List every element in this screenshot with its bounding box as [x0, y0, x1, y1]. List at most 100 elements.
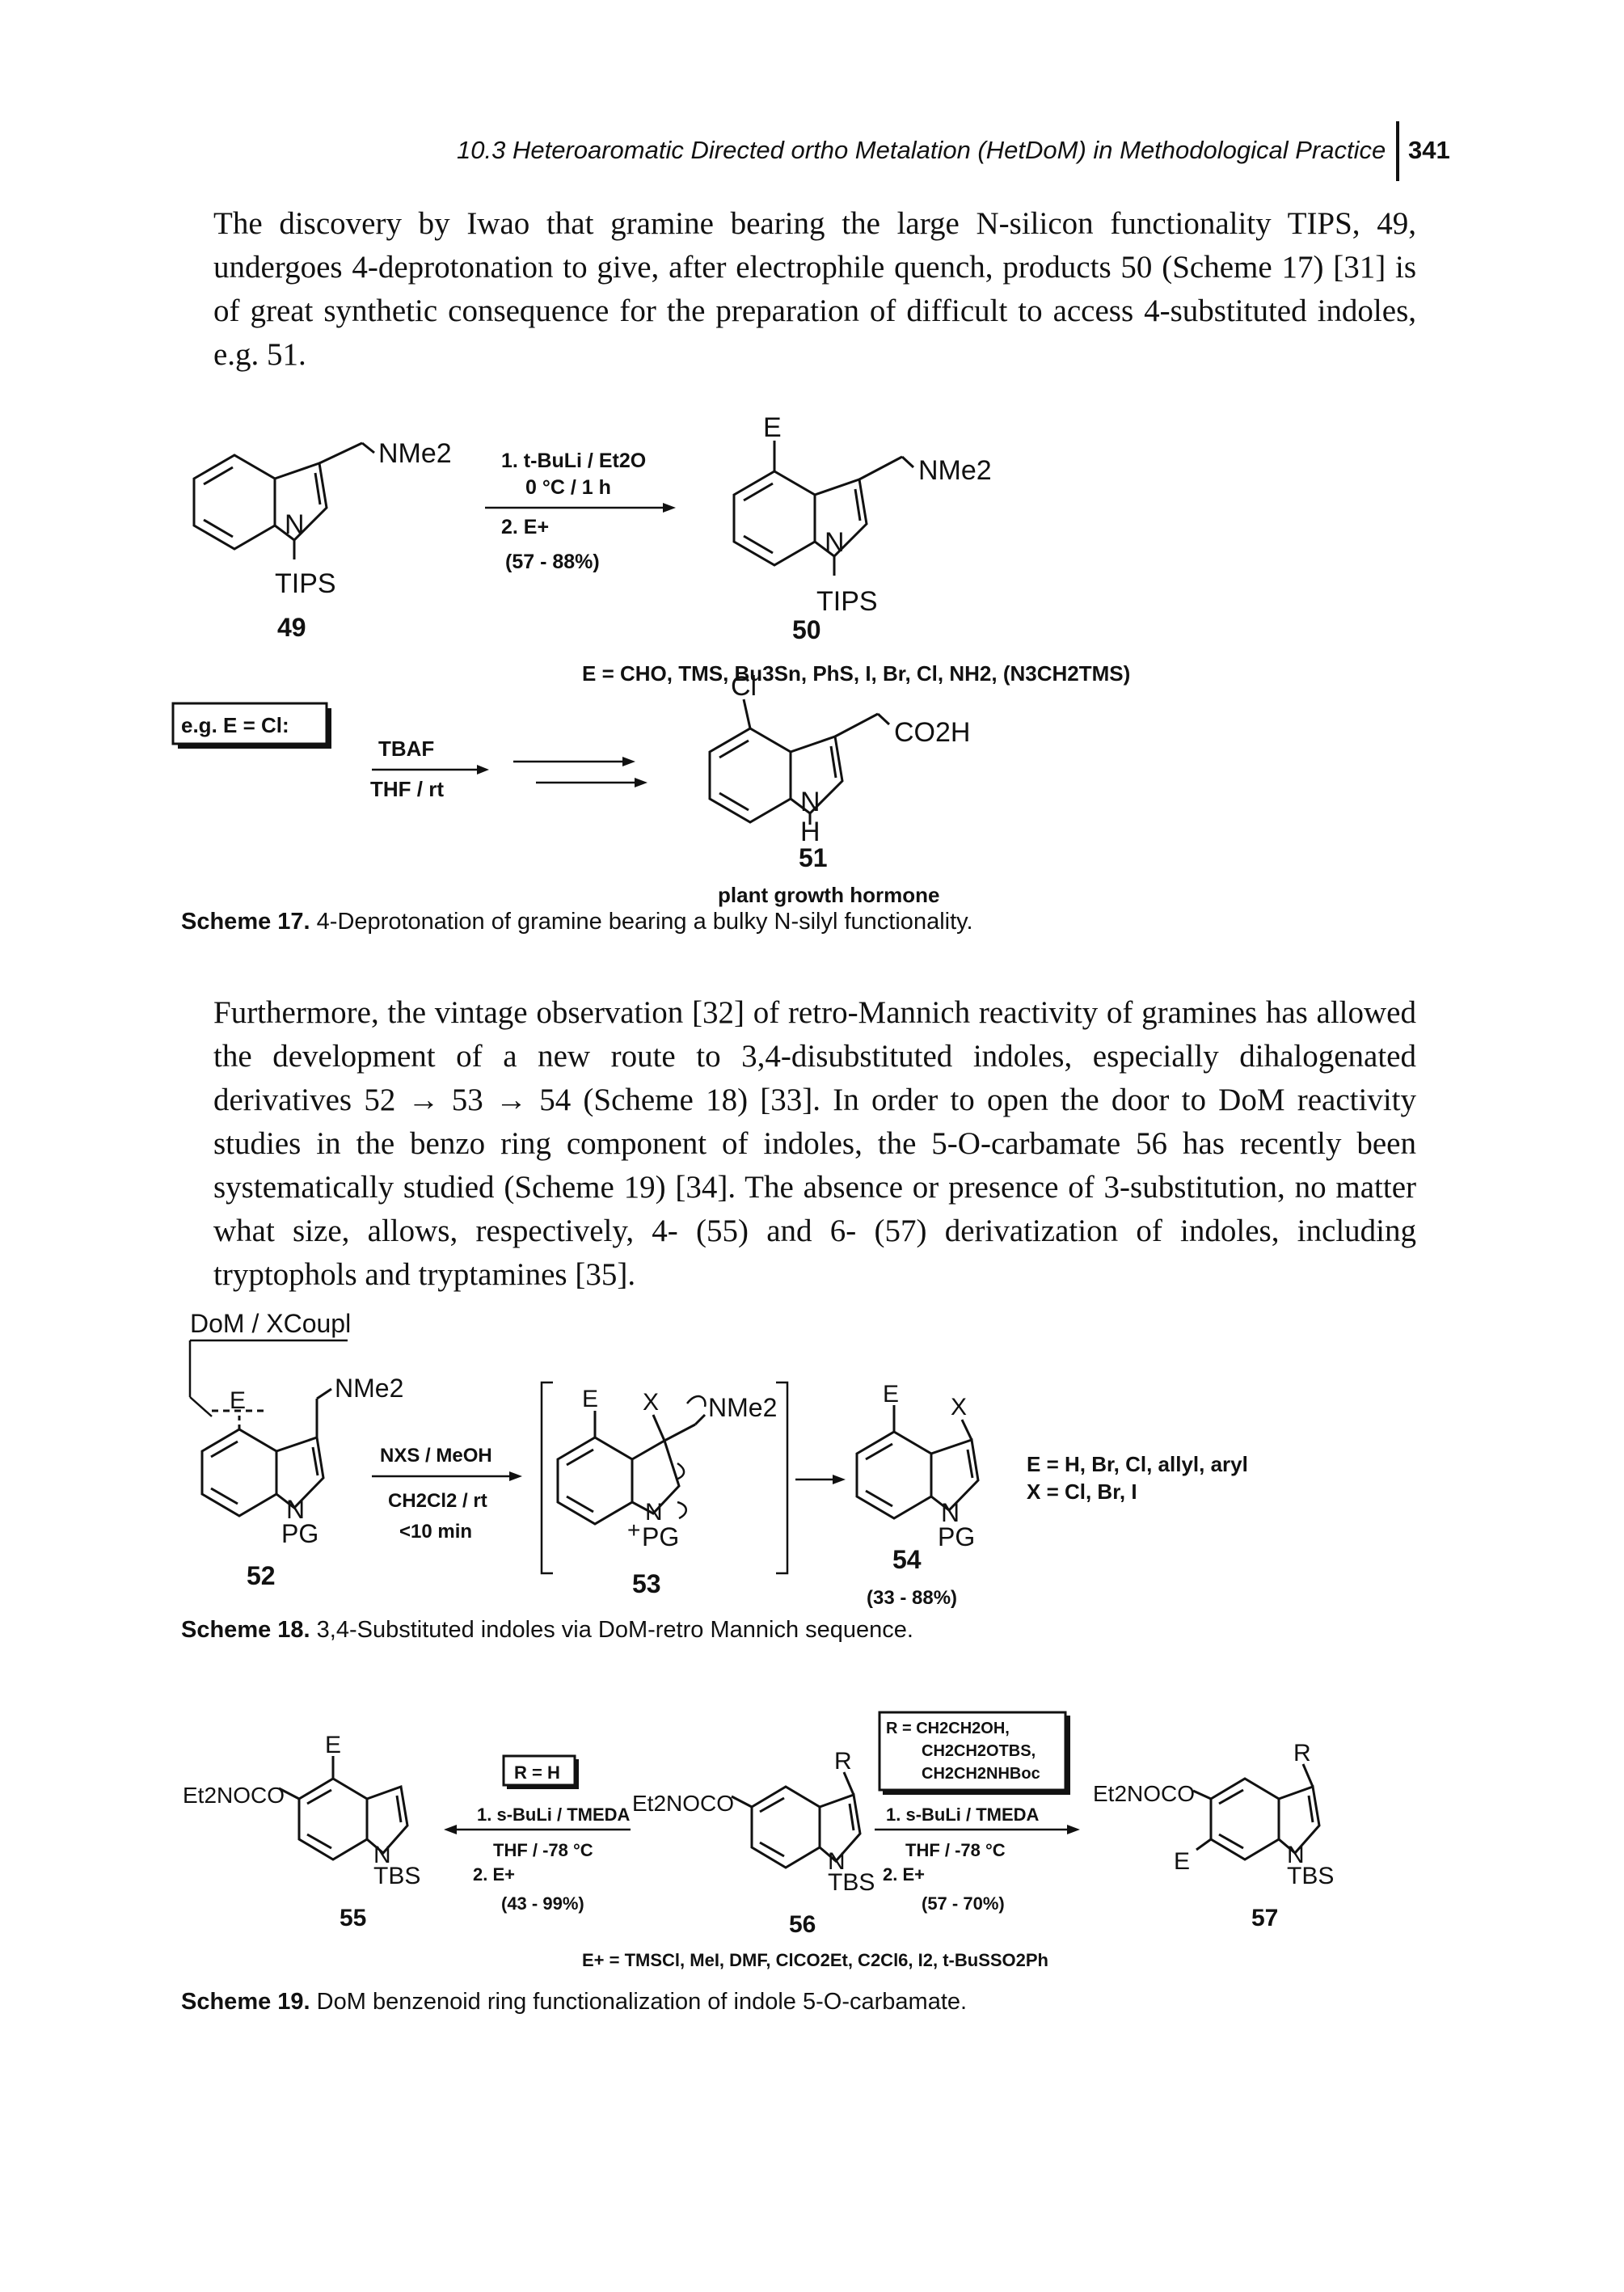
running-title: 10.3 Heteroaromatic Directed ortho Metal…	[457, 136, 1386, 164]
scheme17-caption: Scheme 17. 4-Deprotonation of gramine be…	[181, 909, 973, 935]
s19-r-box3: CH2CH2NHBoc	[922, 1765, 1040, 1783]
cpd53-x: X	[643, 1389, 659, 1416]
cpd54-x: X	[951, 1394, 967, 1420]
cpd49-sub: NMe2	[378, 438, 452, 469]
compound-49: NMe2 N TIPS 49	[192, 438, 452, 642]
cpd57-n: N	[1287, 1842, 1305, 1868]
cpd53-number: 53	[632, 1569, 661, 1598]
cpd53-pg: PG	[642, 1522, 679, 1551]
s19-r-box2: CH2CH2OTBS,	[922, 1742, 1036, 1760]
cpd56-carb: Et2NOCO	[632, 1791, 734, 1816]
cpd51-h: H	[800, 817, 820, 847]
cpd56-number: 56	[789, 1911, 816, 1938]
cpd56-n: N	[828, 1848, 846, 1875]
cpd53-n: N	[645, 1499, 663, 1526]
scheme-17: NMe2 N TIPS 49 1. t-BuLi / Et2O 0 °C / 1…	[171, 412, 1130, 907]
s18-defs2: X = Cl, Br, I	[1027, 1479, 1137, 1504]
s18-header-box: DoM / XCoupl	[190, 1309, 351, 1338]
cpd51-name: plant growth hormone	[718, 883, 939, 907]
cpd55-number: 55	[340, 1905, 366, 1931]
cpd55-pg: TBS	[373, 1863, 420, 1889]
compound-54: E X N PG 54 (33 - 88%)	[855, 1381, 980, 1609]
scheme19-caption-text: DoM benzenoid ring functionalization of …	[316, 1989, 968, 2015]
scheme17-caption-label: Scheme 17.	[181, 909, 310, 935]
s18-reagent1: NXS / MeOH	[380, 1445, 492, 1467]
cpd52-n: N	[286, 1495, 305, 1524]
compound-52: E NMe2 N PG 52	[200, 1374, 403, 1590]
scheme18-caption-label: Scheme 18.	[181, 1617, 310, 1643]
cpd57-number: 57	[1251, 1905, 1278, 1931]
s19-right-r3: 2. E+	[883, 1864, 925, 1885]
s19-rh-box: R = H	[514, 1762, 560, 1783]
s17-step1b: 0 °C / 1 h	[525, 476, 611, 499]
s19-right-yield: (57 - 70%)	[922, 1893, 1005, 1914]
cpd56-pg: TBS	[828, 1869, 875, 1896]
cpd52-sub: NMe2	[335, 1374, 403, 1403]
s18-defs1: E = H, Br, Cl, allyl, aryl	[1027, 1452, 1248, 1476]
s17-step1: 1. t-BuLi / Et2O	[501, 450, 646, 472]
cpd52-number: 52	[247, 1561, 276, 1590]
paragraph-2: Furthermore, the vintage observation [32…	[213, 995, 1416, 1292]
scheme-19: Et2NOCO E N TBS 55 R = H 1. s-BuLi / TME…	[183, 1711, 1334, 1970]
cpd53-plus: +	[627, 1517, 640, 1543]
s19-left-r1: 1. s-BuLi / TMEDA	[477, 1804, 631, 1825]
cpd54-yield: (33 - 88%)	[867, 1587, 957, 1609]
cpd52-pg: PG	[281, 1519, 318, 1548]
cpd51-cl: Cl	[731, 671, 757, 702]
s19-eplus-list: E+ = TMSCl, MeI, DMF, ClCO2Et, C2Cl6, I2…	[582, 1950, 1048, 1970]
s19-left-r2: THF / -78 °C	[493, 1840, 593, 1860]
compound-57: Et2NOCO R E N TBS 57	[1093, 1740, 1334, 1931]
scheme18-caption-text: 3,4-Substituted indoles via DoM-retro Ma…	[316, 1617, 913, 1643]
s17-tbaf: TBAF	[378, 737, 434, 761]
scheme-18: DoM / XCoupl E NMe2 N PG 52 NXS / MeOH C…	[188, 1309, 1248, 1609]
s19-right-r1: 1. s-BuLi / TMEDA	[886, 1804, 1040, 1825]
cpd49-number: 49	[277, 613, 306, 642]
cpd54-number: 54	[892, 1545, 922, 1574]
cpd51-n: N	[800, 787, 820, 817]
compound-55: Et2NOCO E N TBS 55	[183, 1732, 420, 1931]
compound-56: Et2NOCO R N TBS 56	[632, 1748, 875, 1938]
cpd55-carb: Et2NOCO	[183, 1783, 285, 1808]
s18-reagent2: CH2Cl2 / rt	[388, 1490, 487, 1512]
s17-step2: 2. E+	[501, 516, 549, 538]
cpd51-number: 51	[799, 843, 828, 872]
cpd54-n: N	[941, 1498, 960, 1527]
s17-yield: (57 - 88%)	[505, 551, 600, 573]
scheme19-caption-label: Scheme 19.	[181, 1989, 310, 2015]
cpd57-e: E	[1174, 1848, 1190, 1875]
s17-eg-box: e.g. E = Cl:	[181, 713, 289, 737]
s19-left-r3: 2. E+	[473, 1864, 515, 1885]
scheme18-caption: Scheme 18. 3,4-Substituted indoles via D…	[181, 1617, 913, 1644]
s17-thf: THF / rt	[370, 777, 444, 801]
header-rule	[1396, 121, 1399, 181]
cpd54-pg: PG	[938, 1522, 975, 1551]
s18-reagent3: <10 min	[399, 1521, 472, 1543]
cpd55-e: E	[325, 1732, 341, 1758]
s19-right-r2: THF / -78 °C	[905, 1840, 1006, 1860]
cpd53-e: E	[582, 1386, 598, 1412]
s19-r-box1: R = CH2CH2OH,	[886, 1720, 1010, 1737]
cpd57-pg: TBS	[1287, 1863, 1334, 1889]
s17-e-list: E = CHO, TMS, Bu3Sn, PhS, I, Br, Cl, NH2…	[582, 661, 1130, 686]
cpd57-carb: Et2NOCO	[1093, 1781, 1195, 1806]
paragraph-1: The discovery by Iwao that gramine beari…	[213, 206, 1416, 372]
cpd52-e: E	[230, 1387, 246, 1414]
scheme19-caption: Scheme 19. DoM benzenoid ring functional…	[181, 1989, 967, 2016]
compound-50: E NMe2 N TIPS 50	[732, 412, 992, 644]
cpd50-pg: TIPS	[816, 586, 878, 617]
cpd50-number: 50	[792, 615, 821, 644]
cpd50-e: E	[763, 412, 782, 443]
cpd51-sub: CO2H	[894, 717, 970, 748]
cpd54-e: E	[883, 1381, 899, 1408]
scheme17-caption-text: 4-Deprotonation of gramine bearing a bul…	[316, 909, 973, 935]
compound-51: Cl CO2H N H 51 plant growth hormone	[708, 671, 970, 907]
cpd49-n: N	[285, 509, 305, 540]
cpd55-n: N	[373, 1842, 391, 1868]
cpd56-r: R	[834, 1748, 852, 1775]
cpd57-r: R	[1293, 1740, 1311, 1766]
cpd53-sub: NMe2	[708, 1393, 777, 1422]
s19-left-yield: (43 - 99%)	[501, 1893, 584, 1914]
compound-53: E X NMe2 N + PG 53	[556, 1386, 777, 1598]
cpd49-pg: TIPS	[275, 568, 336, 599]
page-number: 341	[1408, 136, 1450, 164]
